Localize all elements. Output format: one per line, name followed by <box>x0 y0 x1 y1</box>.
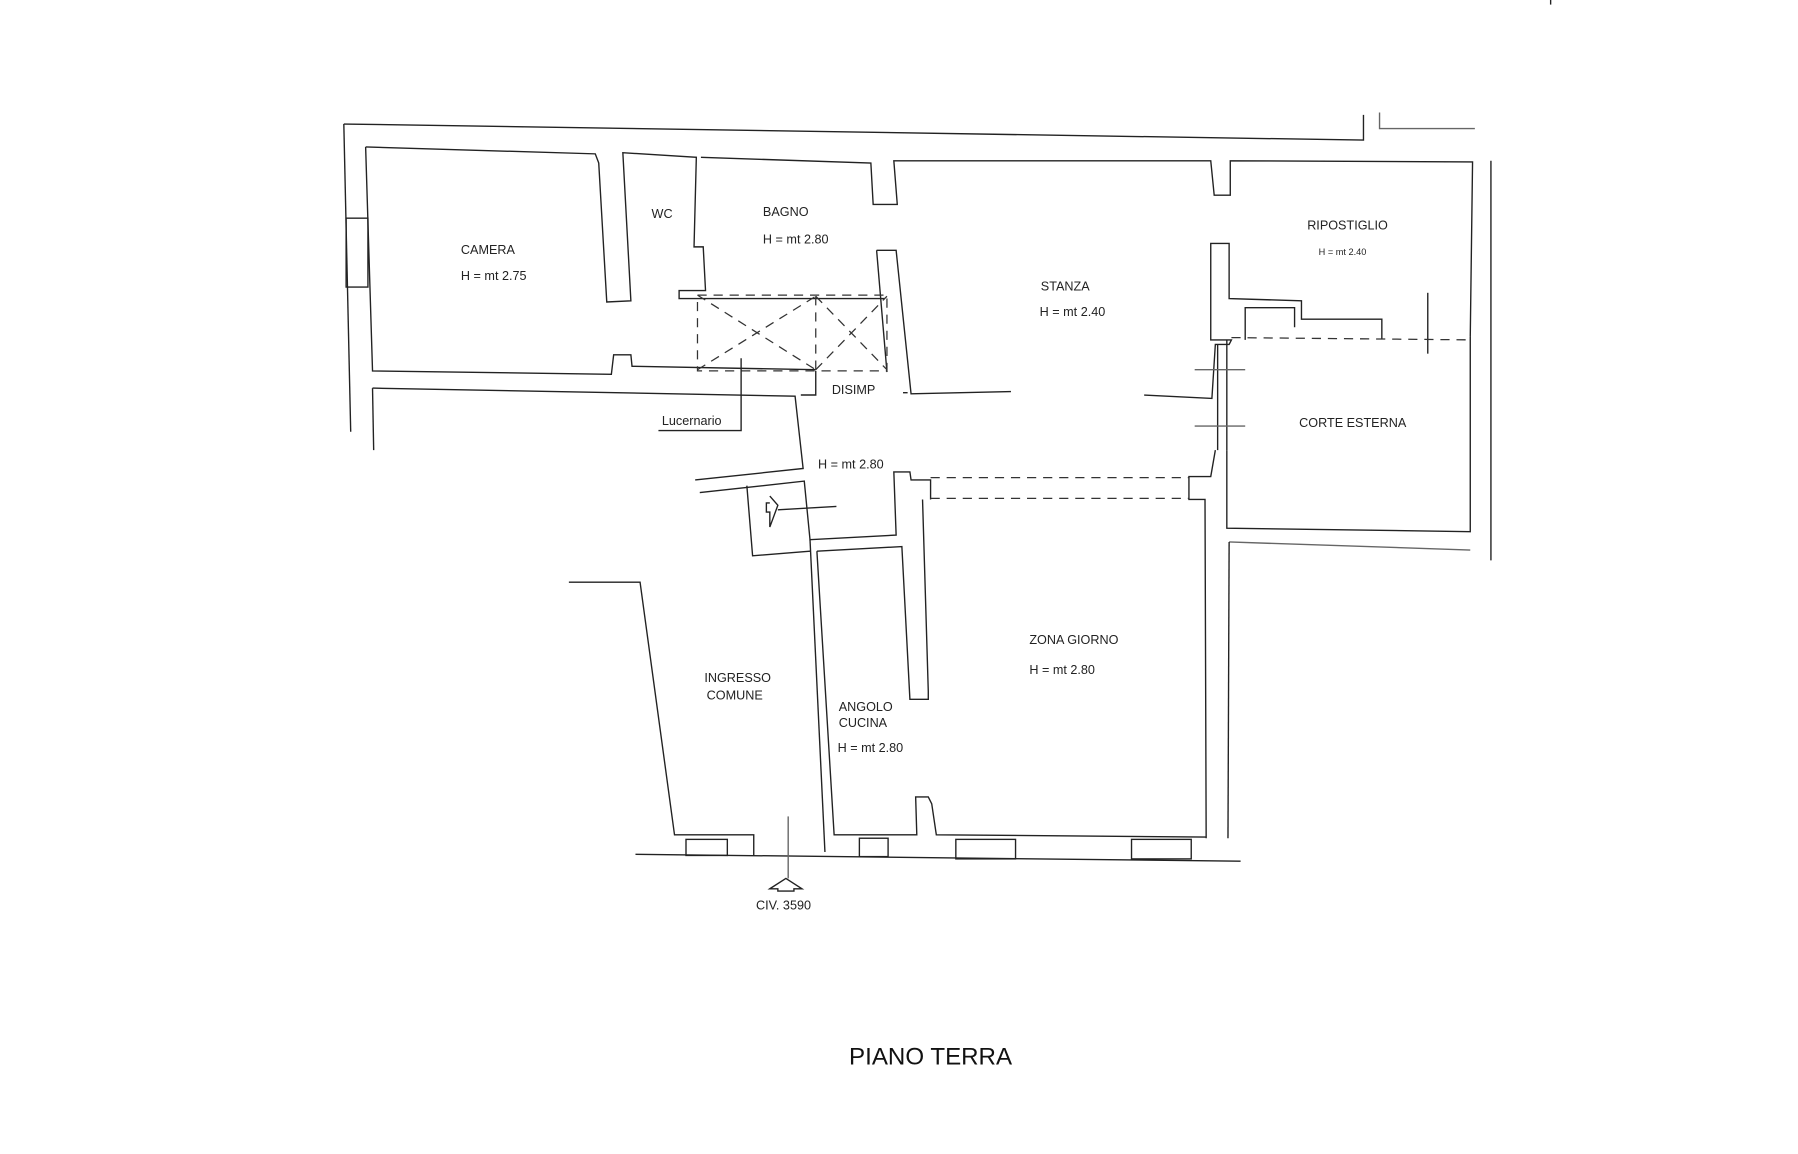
skylight-label: Lucernario <box>662 414 722 428</box>
room-camera-label: CAMERA <box>461 243 516 257</box>
room-wc-label: WC <box>652 207 673 221</box>
room-stanza-height: H = mt 2.40 <box>1040 305 1106 319</box>
plan-title: PIANO TERRA <box>849 1043 1013 1070</box>
entrance-label: CIV. 3590 <box>756 898 811 912</box>
walls <box>343 112 1492 892</box>
room-ingresso-label-2: COMUNE <box>707 688 763 702</box>
room-cucina-label-2: CUCINA <box>839 716 888 730</box>
room-ripostiglio-height: H = mt 2.40 <box>1319 247 1367 257</box>
room-cucina-height: H = mt 2.80 <box>838 741 904 755</box>
room-zona-giorno-label: ZONA GIORNO <box>1029 633 1118 647</box>
room-zona-giorno-height: H = mt 2.80 <box>1029 663 1095 677</box>
room-cucina-label: ANGOLO <box>839 700 893 714</box>
skylight-dashed <box>658 294 1473 499</box>
room-corte-esterna-label: CORTE ESTERNA <box>1299 416 1407 430</box>
room-labels: CAMERA H = mt 2.75 WC BAGNO H = mt 2.80 … <box>461 205 1407 1071</box>
room-disimp-height: H = mt 2.80 <box>818 457 884 471</box>
room-bagno-label: BAGNO <box>763 205 809 219</box>
room-ripostiglio-label: RIPOSTIGLIO <box>1307 219 1388 233</box>
room-disimp-label: DISIMP <box>832 383 876 397</box>
room-stanza-label: STANZA <box>1041 280 1090 294</box>
room-camera-height: H = mt 2.75 <box>461 269 527 283</box>
room-bagno-height: H = mt 2.80 <box>763 232 829 246</box>
room-ingresso-label: INGRESSO <box>704 671 771 685</box>
